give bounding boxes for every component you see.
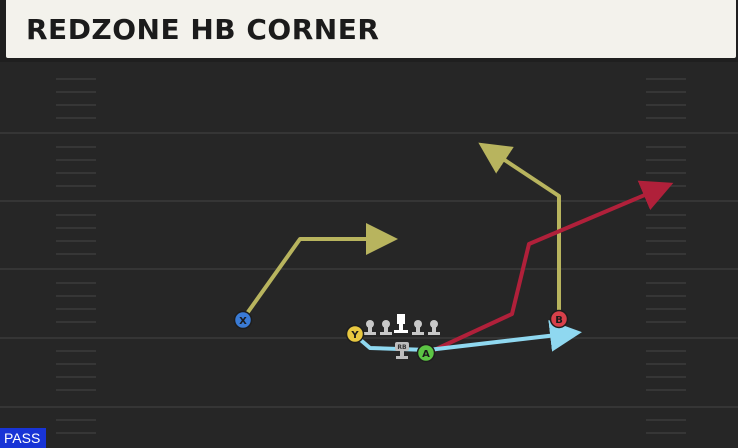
play-type-badge: PASS (0, 428, 46, 448)
button-a-label: A (422, 349, 430, 360)
yard-lines (0, 132, 738, 408)
rb-label: RB (397, 344, 407, 351)
play-type-label: PASS (4, 430, 41, 446)
receiver-y-button[interactable]: Y (345, 324, 365, 344)
button-x-label: X (239, 316, 247, 327)
title-bar: REDZONE HB CORNER (0, 0, 738, 62)
receiver-b-button[interactable]: B (549, 309, 569, 329)
lineman-icon (428, 320, 440, 335)
route-b (478, 142, 561, 318)
hash-marks-right (646, 78, 686, 434)
button-b-label: B (555, 315, 563, 326)
route-a (431, 180, 674, 353)
lineman-icon (364, 320, 376, 335)
hash-marks-left (56, 78, 96, 434)
play-title: REDZONE HB CORNER (26, 13, 380, 46)
route-x (241, 223, 398, 321)
center-icon (394, 314, 408, 333)
title-plate: REDZONE HB CORNER (6, 0, 736, 58)
lineman-icon (412, 320, 424, 335)
lineman-icon (380, 320, 392, 335)
offensive-line (364, 314, 440, 335)
receiver-a-button[interactable]: A (416, 343, 436, 363)
rb-icon: RB (395, 342, 409, 359)
receiver-x-button[interactable]: X (233, 310, 253, 330)
button-y-label: Y (350, 330, 359, 341)
